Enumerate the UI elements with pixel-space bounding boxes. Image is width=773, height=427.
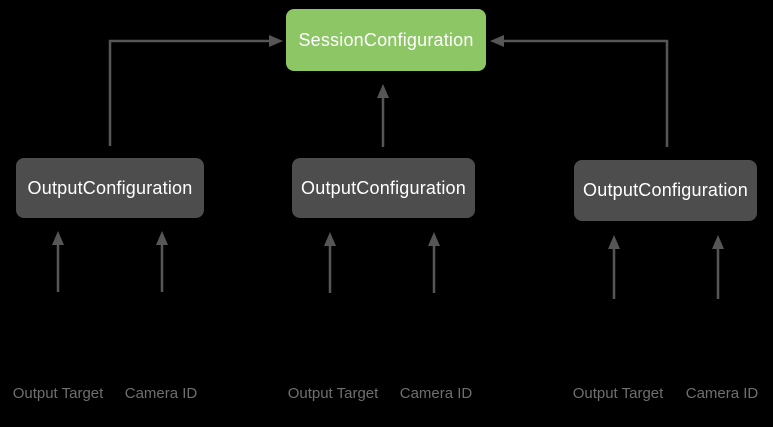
arrow-output1-to-session	[108, 35, 283, 146]
node-session-configuration-label: SessionConfiguration	[298, 29, 474, 50]
arrow-output3-to-session	[490, 35, 669, 147]
node-output-configuration-3-label: OutputConfiguration	[583, 180, 748, 200]
input-label-camera-id-3: Camera ID	[685, 385, 759, 402]
input-label-output-target-2: Output Target	[287, 385, 379, 402]
node-output-configuration-2: OutputConfiguration	[292, 158, 475, 218]
node-output-configuration-1: OutputConfiguration	[16, 158, 204, 218]
node-output-configuration-2-label: OutputConfiguration	[301, 177, 466, 198]
node-output-configuration-3: OutputConfiguration	[574, 160, 757, 221]
input-label-output-target-3: Output Target	[572, 385, 664, 402]
input-label-camera-id-2: Camera ID	[399, 385, 473, 402]
node-session-configuration: SessionConfiguration	[286, 9, 486, 71]
input-label-output-target-1: Output Target	[12, 385, 104, 402]
node-output-configuration-1-label: OutputConfiguration	[27, 177, 193, 198]
input-label-camera-id-1: Camera ID	[124, 385, 198, 402]
